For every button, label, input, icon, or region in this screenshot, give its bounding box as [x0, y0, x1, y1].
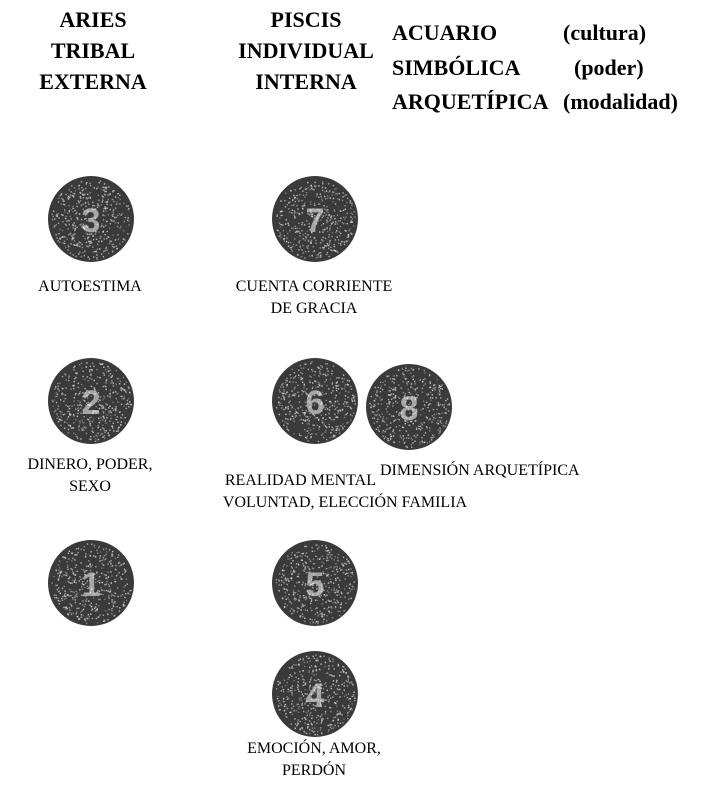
header-acuario-name-1: ACUARIO: [392, 20, 498, 45]
label-realidad-line-1: REALIDAD MENTAL: [224, 472, 376, 489]
chakra-disc: 5: [272, 540, 358, 626]
chakra-speckle: [51, 180, 130, 260]
chakra-disc: 1: [48, 540, 134, 626]
chakra-speckle: [51, 362, 132, 442]
header-piscis-line-2: INDIVIDUAL: [238, 38, 374, 63]
chakra-6-icon: 6: [270, 356, 360, 446]
chakra-number: 8: [400, 390, 419, 428]
header-aries: ARIES TRIBAL EXTERNA: [28, 4, 158, 97]
chakra-disc: 6: [272, 358, 358, 444]
header-aries-line-3: EXTERNA: [39, 69, 147, 94]
header-aries-line-1: ARIES: [59, 7, 127, 32]
label-emocion-amor-perdon: EMOCIÓN, AMOR, PERDÓN: [196, 738, 432, 782]
label-dinero-line-2: SEXO: [69, 478, 111, 495]
header-acuario-note-3: (modalidad): [563, 89, 678, 114]
chakra-3-icon: 3: [46, 174, 136, 264]
label-voluntad-eleccion-familia: VOLUNTAD, ELECCIÓN FAMILIA: [180, 492, 510, 514]
label-dinero-line-1: DINERO, PODER,: [27, 456, 153, 473]
chakra-disc: 7: [272, 176, 358, 262]
chakra-1-icon: 1: [46, 538, 136, 628]
chakra-7-icon: 7: [270, 174, 360, 264]
label-cuenta-corriente: CUENTA CORRIENTE DE GRACIA: [196, 276, 432, 320]
chakra-4-icon: 4: [270, 649, 360, 739]
chakra-number: 1: [82, 566, 101, 604]
chakra-number: 7: [306, 202, 325, 240]
chakra-speckle: [276, 181, 356, 259]
header-acuario-name-2: SIMBÓLICA: [392, 55, 521, 80]
header-acuario-note-1: (cultura): [563, 20, 647, 45]
chakra-speckle: [51, 543, 132, 624]
header-piscis-line-1: PISCIS: [270, 7, 342, 32]
chakra-disc: 2: [48, 358, 134, 444]
chakra-speckle: [275, 544, 356, 625]
label-dimension-line-1: DIMENSIÓN ARQUETÍPICA: [380, 462, 580, 479]
header-acuario-name-3: ARQUETÍPICA: [392, 89, 549, 114]
chakra-disc: 3: [48, 176, 134, 262]
label-dimension-arquetipica: DIMENSIÓN ARQUETÍPICA: [380, 460, 610, 482]
header-acuario-note-2: (poder): [574, 55, 644, 80]
chakra-number: 3: [82, 202, 101, 240]
chakra-number: 4: [306, 677, 325, 715]
chakra-disc-fill: [48, 540, 134, 626]
header-piscis-line-3: INTERNA: [255, 69, 357, 94]
chakra-number: 2: [82, 384, 101, 422]
chakra-disc: 8: [366, 364, 452, 450]
chakra-number: 6: [306, 384, 325, 422]
label-cuenta-line-2: DE GRACIA: [270, 300, 358, 317]
label-autoestima: AUTOESTIMA: [10, 276, 170, 298]
label-realidad-mental: REALIDAD MENTAL: [216, 470, 376, 492]
header-piscis: PISCIS INDIVIDUAL INTERNA: [224, 4, 388, 97]
chakra-disc-fill: [48, 358, 134, 444]
chakra-disc-fill: [272, 358, 358, 444]
label-voluntad-line-1: VOLUNTAD, ELECCIÓN FAMILIA: [222, 494, 468, 511]
label-cuenta-line-1: CUENTA CORRIENTE: [235, 278, 393, 295]
label-dinero-poder-sexo: DINERO, PODER, SEXO: [0, 454, 180, 498]
chakra-5-icon: 5: [270, 538, 360, 628]
chakra-speckle: [275, 361, 356, 443]
header-aries-line-2: TRIBAL: [50, 38, 136, 63]
label-autoestima-line-1: AUTOESTIMA: [38, 278, 142, 295]
chakra-disc: 4: [272, 651, 358, 737]
label-emocion-line-1: EMOCIÓN, AMOR,: [247, 740, 381, 757]
chakra-speckle: [369, 367, 451, 448]
chakra-2-icon: 2: [46, 356, 136, 446]
chakra-8-icon: 8: [364, 362, 454, 452]
chakra-number: 5: [306, 566, 325, 604]
label-emocion-line-2: PERDÓN: [281, 762, 346, 779]
chakra-disc-fill: [272, 176, 358, 262]
chakra-speckle: [275, 654, 356, 736]
